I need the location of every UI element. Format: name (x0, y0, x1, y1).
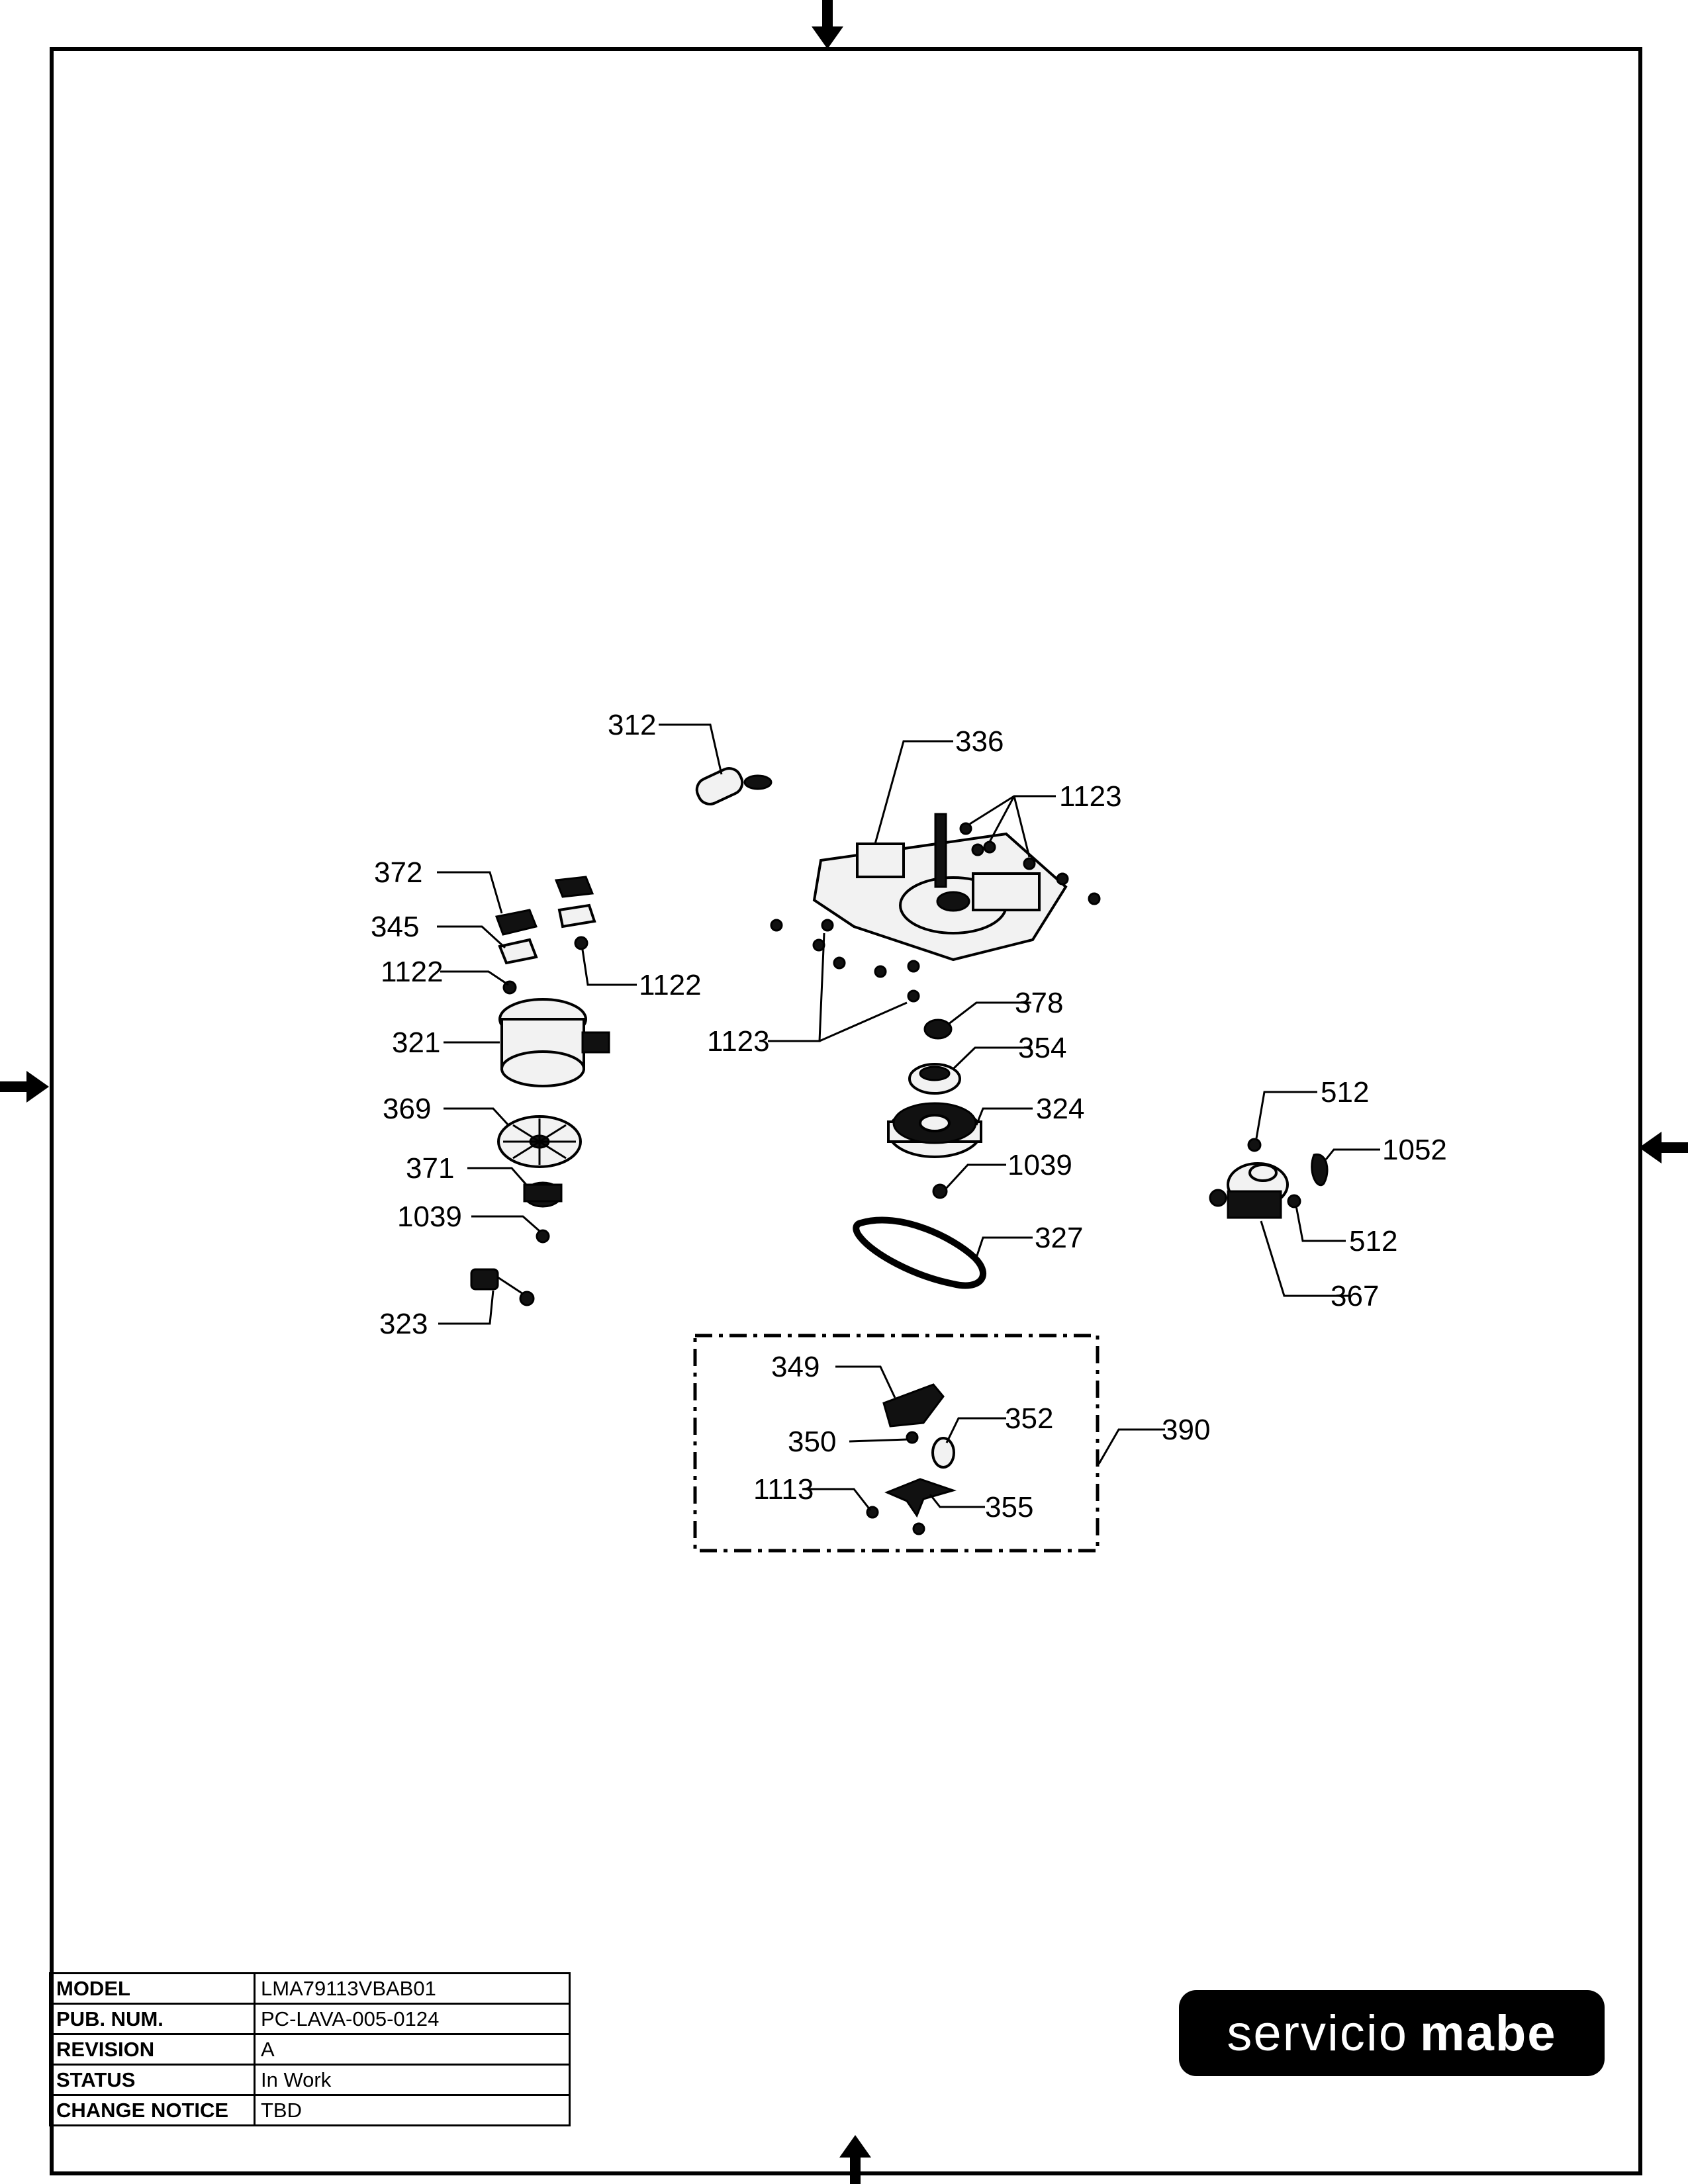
title-row-status: STATUS In Work (49, 2064, 571, 2096)
callout-1122-right: 1122 (639, 969, 702, 1001)
part-372 (494, 876, 594, 936)
callout-324: 324 (1036, 1093, 1084, 1125)
part-369 (497, 1115, 582, 1168)
title-label: MODEL (49, 1972, 256, 2005)
title-value: A (254, 2033, 571, 2066)
callout-367: 367 (1331, 1280, 1379, 1312)
part-323 (470, 1268, 535, 1306)
part-352 (931, 1437, 955, 1469)
part-345 (498, 903, 596, 965)
callout-355: 355 (985, 1491, 1033, 1524)
center-mark-bottom (839, 2135, 871, 2184)
part-312 (695, 767, 773, 805)
callout-371: 371 (406, 1152, 454, 1185)
part-378 (923, 1019, 953, 1040)
title-row-model: MODEL LMA79113VBAB01 (49, 1972, 571, 2005)
logo-bold-text: mabe (1420, 2005, 1557, 2062)
callout-327: 327 (1035, 1222, 1083, 1254)
title-value: In Work (254, 2064, 571, 2096)
callout-323: 323 (379, 1308, 428, 1340)
screws-1123 (770, 822, 1101, 1003)
part-336 (812, 813, 1068, 962)
part-354 (908, 1063, 961, 1095)
part-367 (1209, 1162, 1289, 1219)
callout-336: 336 (955, 725, 1004, 758)
callout-378: 378 (1015, 987, 1063, 1019)
title-label: STATUS (49, 2064, 256, 2096)
title-label: CHANGE NOTICE (49, 2094, 256, 2126)
part-324 (887, 1102, 982, 1158)
part-1052 (1311, 1154, 1329, 1187)
callout-1052: 1052 (1382, 1134, 1447, 1166)
callout-350: 350 (788, 1426, 836, 1458)
title-value: PC-LAVA-005-0124 (254, 2003, 571, 2035)
part-355 (884, 1478, 957, 1518)
callout-1113: 1113 (753, 1473, 814, 1506)
logo-light-text: servicio (1227, 2005, 1409, 2062)
callout-1039-left: 1039 (397, 1201, 462, 1233)
callout-1039-right: 1039 (1008, 1149, 1072, 1181)
title-row-revision: REVISION A (49, 2033, 571, 2066)
kit-390-box (693, 1334, 1100, 1553)
part-350 (906, 1431, 919, 1444)
screws-512 (1247, 1138, 1301, 1208)
center-mark-top (812, 0, 843, 49)
callout-349: 349 (771, 1351, 820, 1383)
part-327 (853, 1216, 986, 1289)
title-value: TBD (254, 2094, 571, 2126)
part-321 (498, 998, 610, 1087)
title-row-pub-num: PUB. NUM. PC-LAVA-005-0124 (49, 2003, 571, 2035)
callout-512-top: 512 (1321, 1076, 1369, 1109)
callout-390: 390 (1162, 1414, 1210, 1446)
title-label: REVISION (49, 2033, 256, 2066)
callout-354: 354 (1018, 1032, 1066, 1064)
part-371 (523, 1181, 563, 1208)
callout-321: 321 (392, 1026, 440, 1059)
title-value: LMA79113VBAB01 (254, 1972, 571, 2005)
sheet-border (50, 47, 1642, 2175)
callout-512-bottom: 512 (1349, 1225, 1397, 1257)
callout-352: 352 (1005, 1402, 1053, 1435)
callout-345: 345 (371, 911, 419, 943)
center-mark-left (0, 1071, 49, 1103)
callout-labels: 312 336 1123 372 345 1122 1122 321 1123 … (371, 709, 1447, 1524)
callout-1122-left: 1122 (381, 956, 444, 988)
part-349 (882, 1383, 945, 1428)
callout-1123-bottom: 1123 (707, 1025, 770, 1058)
leader-lines (437, 723, 1380, 1511)
callout-369: 369 (383, 1093, 431, 1125)
callout-312: 312 (608, 709, 656, 741)
callout-372: 372 (374, 856, 422, 889)
title-label: PUB. NUM. (49, 2003, 256, 2035)
part-1039-right (932, 1183, 948, 1199)
part-1039-left (536, 1229, 550, 1244)
center-mark-right (1639, 1132, 1688, 1163)
servicio-mabe-logo: servicio mabe (1179, 1990, 1605, 2076)
title-row-change-notice: CHANGE NOTICE TBD (49, 2094, 571, 2126)
callout-1123-top: 1123 (1059, 780, 1122, 813)
title-block: MODEL LMA79113VBAB01 PUB. NUM. PC-LAVA-0… (49, 1972, 571, 2126)
